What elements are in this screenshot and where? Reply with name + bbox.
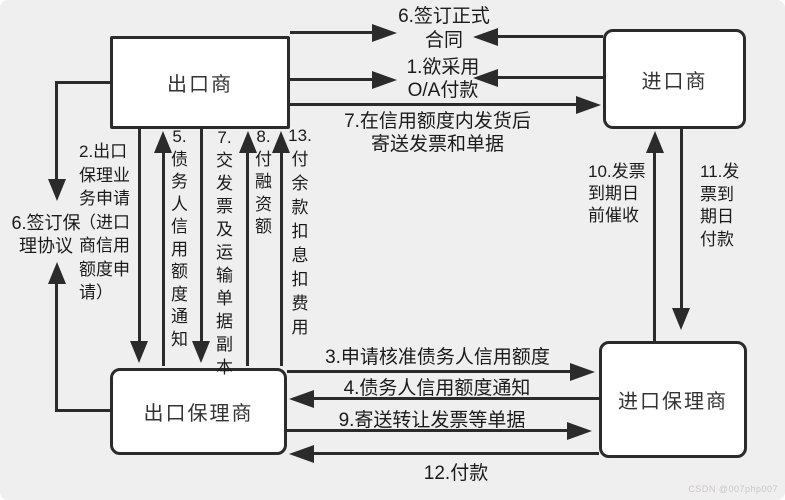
pay-financing-arrow-line <box>246 152 249 366</box>
send-assigned-invoices-arrow-head <box>567 422 592 440</box>
send-assigned-invoices-arrow-line <box>287 429 569 432</box>
pay-on-due-arrow-head <box>672 308 690 330</box>
node-exporter: 出口商 <box>110 36 290 129</box>
sign-contract-arrow-from-importer-line <box>497 35 603 38</box>
label-pay-on-due: 11.发 票到 期日 付款 <box>700 162 740 249</box>
label-pay-financing: 8. 付 融 资 额 <box>255 127 272 236</box>
node-importer-label: 进口商 <box>641 70 708 93</box>
pay-balance-arrow-line <box>280 152 283 366</box>
oa-payment-arrow-from-importer-line <box>497 76 603 79</box>
pay-financing-arrow-head <box>239 131 257 153</box>
node-export-factor: 出口保理商 <box>110 368 287 455</box>
invoice-copies-arrow-line <box>200 129 203 342</box>
apply-credit-approval-arrow-line <box>287 370 572 373</box>
node-import-factor-label: 进口保理商 <box>618 391 728 413</box>
sign-contract-arrow-from-importer-head <box>473 28 498 46</box>
ship-goods-arrow-head <box>576 96 601 114</box>
sign-agreement-arrow-from-exporter-hline <box>55 81 110 84</box>
label-debtor-credit-notice-vertical: 5. 债 务 人 信 用 额 度 通 知 <box>171 127 188 349</box>
credit-notice-arrow-head <box>289 390 314 408</box>
collect-before-due-arrow-line <box>653 152 656 342</box>
label-pay-balance: 13. 付 余 款 扣 息 扣 费 用 <box>288 126 312 337</box>
sign-agreement-arrow-from-export-factor-head <box>48 262 66 284</box>
node-export-factor-label: 出口保理商 <box>143 403 254 425</box>
payment-arrow-line <box>313 452 599 455</box>
invoice-copies-arrow-head <box>192 341 210 363</box>
label-payment: 12.付款 <box>423 463 489 484</box>
collect-before-due-arrow-head <box>646 131 664 153</box>
csdn-watermark: CSDN @007php007 <box>688 484 778 494</box>
oa-payment-arrow-from-exporter-head <box>372 71 397 89</box>
oa-payment-arrow-from-importer-head <box>473 69 498 87</box>
label-factoring-application: 2.出口 保理业 务申请 （进口 商信用 额度申 请） <box>79 142 130 302</box>
label-sign-agreement: 6.签订保 理协议 <box>11 213 81 256</box>
node-exporter-label: 出口商 <box>167 74 233 96</box>
label-send-assigned-invoices: 9.寄送转让发票等单据 <box>338 410 526 431</box>
debtor-credit-notice-arrow-line <box>162 152 165 366</box>
credit-notice-arrow-line <box>313 397 599 400</box>
sign-contract-arrow-from-exporter-head <box>372 24 397 42</box>
label-sign-contract: 6.签订正式 合同 <box>398 6 490 51</box>
factoring-application-arrow-line <box>138 129 141 342</box>
node-importer: 进口商 <box>603 29 746 129</box>
node-import-factor: 进口保理商 <box>599 341 747 458</box>
sign-agreement-arrow-from-exporter-head <box>48 179 66 201</box>
label-invoice-transport-copies: 7. 交 发 票 及 运 输 单 据 副 本 <box>216 128 233 377</box>
sign-agreement-arrow-from-export-factor-vline <box>55 282 58 412</box>
ship-goods-arrow-line <box>290 103 578 106</box>
sign-agreement-arrow-from-export-factor-hline <box>55 409 110 412</box>
label-collect-before-due: 10.发票 到期日 前催收 <box>588 162 646 225</box>
factoring-application-arrow-head <box>130 341 148 363</box>
label-oa-payment: 1.欲采用 O/A付款 <box>406 57 480 101</box>
debtor-credit-notice-arrow-head <box>154 131 172 153</box>
apply-credit-approval-arrow-head <box>570 363 595 381</box>
pay-balance-arrow-head <box>272 131 290 153</box>
pay-on-due-arrow-line <box>680 129 683 309</box>
sign-agreement-arrow-from-exporter-vline <box>55 81 58 180</box>
payment-arrow-head <box>289 445 314 463</box>
oa-payment-arrow-from-exporter-line <box>290 78 374 81</box>
label-ship-goods: 7.在信用额度内发货后 寄送发票和单据 <box>344 111 531 155</box>
sign-contract-arrow-from-exporter-line <box>290 31 374 34</box>
label-credit-notice: 4.债务人信用额度通知 <box>343 378 531 399</box>
label-apply-credit-approval: 3.申请核准债务人信用额度 <box>325 347 550 368</box>
